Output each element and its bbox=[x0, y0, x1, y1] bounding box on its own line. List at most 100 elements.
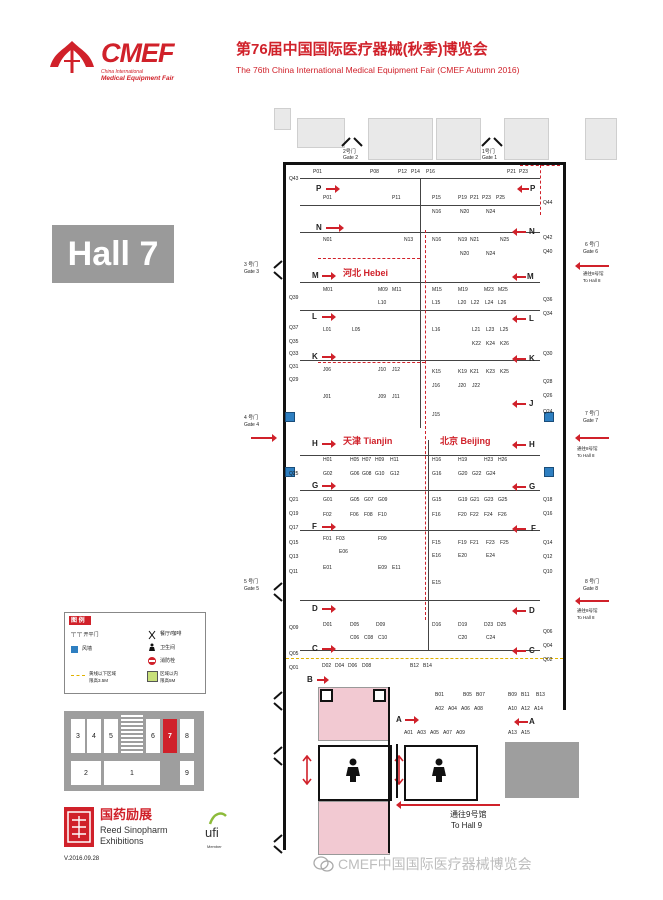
booth[interactable]: M11 bbox=[392, 287, 402, 293]
booth[interactable]: D04 bbox=[335, 663, 345, 669]
booth[interactable]: C24 bbox=[486, 635, 496, 641]
booth[interactable]: K26 bbox=[500, 341, 509, 347]
booth[interactable]: P01 bbox=[313, 169, 322, 175]
booth[interactable]: E20 bbox=[458, 553, 467, 559]
booth[interactable]: F23 bbox=[486, 540, 495, 546]
booth[interactable]: Q28 bbox=[543, 379, 553, 385]
booth[interactable]: D08 bbox=[362, 663, 372, 669]
booth[interactable]: F03 bbox=[336, 536, 345, 542]
booth[interactable]: A10 bbox=[508, 706, 517, 712]
booth[interactable]: D19 bbox=[458, 622, 468, 628]
booth[interactable]: A08 bbox=[474, 706, 483, 712]
booth[interactable]: K15 bbox=[432, 369, 441, 375]
booth[interactable]: G22 bbox=[472, 471, 482, 477]
booth[interactable]: F15 bbox=[432, 540, 441, 546]
booth[interactable]: J22 bbox=[472, 383, 481, 389]
booth[interactable]: P08 bbox=[370, 169, 379, 175]
booth[interactable]: G09 bbox=[378, 497, 388, 503]
booth[interactable]: N20 bbox=[460, 251, 470, 257]
booth[interactable]: Q26 bbox=[543, 393, 553, 399]
booth[interactable]: C08 bbox=[364, 635, 374, 641]
booth[interactable]: Q33 bbox=[289, 351, 299, 357]
booth[interactable]: G08 bbox=[362, 471, 372, 477]
booth[interactable]: F09 bbox=[378, 536, 387, 542]
booth[interactable]: Q36 bbox=[543, 297, 553, 303]
booth[interactable]: L10 bbox=[378, 300, 387, 306]
booth[interactable]: G23 bbox=[484, 497, 494, 503]
booth[interactable]: H19 bbox=[458, 457, 468, 463]
booth[interactable]: E15 bbox=[432, 580, 441, 586]
booth[interactable]: N21 bbox=[470, 237, 480, 243]
booth[interactable]: Q13 bbox=[289, 554, 299, 560]
booth[interactable]: A12 bbox=[521, 706, 530, 712]
booth[interactable]: A14 bbox=[534, 706, 543, 712]
booth[interactable]: L26 bbox=[498, 300, 507, 306]
booth[interactable]: P19 bbox=[458, 195, 467, 201]
booth[interactable]: M23 bbox=[484, 287, 494, 293]
booth[interactable]: H05 bbox=[350, 457, 360, 463]
booth[interactable]: K21 bbox=[470, 369, 479, 375]
booth[interactable]: B14 bbox=[423, 663, 432, 669]
booth[interactable]: B13 bbox=[536, 692, 545, 698]
booth[interactable]: H09 bbox=[375, 457, 385, 463]
booth[interactable]: G19 bbox=[458, 497, 468, 503]
booth[interactable]: N20 bbox=[460, 209, 470, 215]
booth[interactable]: G12 bbox=[390, 471, 400, 477]
booth[interactable]: D25 bbox=[497, 622, 507, 628]
booth[interactable]: Q25 bbox=[289, 471, 299, 477]
booth[interactable]: Q30 bbox=[543, 351, 553, 357]
booth[interactable]: C20 bbox=[458, 635, 468, 641]
booth[interactable]: N16 bbox=[432, 237, 442, 243]
booth[interactable]: G05 bbox=[350, 497, 360, 503]
booth[interactable]: D06 bbox=[348, 663, 358, 669]
booth[interactable]: L23 bbox=[486, 327, 495, 333]
booth[interactable]: A06 bbox=[461, 706, 470, 712]
booth[interactable]: J09 bbox=[378, 394, 387, 400]
booth[interactable]: A04 bbox=[448, 706, 457, 712]
booth[interactable]: F19 bbox=[458, 540, 467, 546]
booth[interactable]: Q06 bbox=[543, 629, 553, 635]
booth[interactable]: Q15 bbox=[289, 540, 299, 546]
booth[interactable]: L01 bbox=[323, 327, 332, 333]
booth[interactable]: A13 bbox=[508, 730, 517, 736]
booth[interactable]: P25 bbox=[496, 195, 505, 201]
booth[interactable]: Q10 bbox=[543, 569, 553, 575]
booth[interactable]: H16 bbox=[432, 457, 442, 463]
booth[interactable]: P12 bbox=[398, 169, 407, 175]
booth[interactable]: D09 bbox=[376, 622, 386, 628]
booth[interactable]: L24 bbox=[485, 300, 494, 306]
booth[interactable]: F26 bbox=[498, 512, 507, 518]
booth[interactable]: K23 bbox=[486, 369, 495, 375]
booth[interactable]: Q17 bbox=[289, 525, 299, 531]
booth[interactable]: E09 bbox=[378, 565, 387, 571]
booth[interactable]: Q01 bbox=[289, 665, 299, 671]
booth[interactable]: K25 bbox=[500, 369, 509, 375]
booth[interactable]: D05 bbox=[350, 622, 360, 628]
booth[interactable]: K24 bbox=[486, 341, 495, 347]
booth[interactable]: Q11 bbox=[289, 569, 299, 575]
booth[interactable]: G01 bbox=[323, 497, 333, 503]
booth[interactable]: G24 bbox=[486, 471, 496, 477]
booth[interactable]: F21 bbox=[470, 540, 479, 546]
booth[interactable]: B05 bbox=[463, 692, 472, 698]
booth[interactable]: F25 bbox=[500, 540, 509, 546]
booth[interactable]: P11 bbox=[392, 195, 401, 201]
booth[interactable]: M25 bbox=[498, 287, 508, 293]
booth[interactable]: G02 bbox=[323, 471, 333, 477]
booth[interactable]: F20 bbox=[458, 512, 467, 518]
booth[interactable]: G21 bbox=[470, 497, 480, 503]
booth[interactable]: G06 bbox=[350, 471, 360, 477]
booth[interactable]: D01 bbox=[323, 622, 333, 628]
booth[interactable]: P14 bbox=[411, 169, 420, 175]
booth[interactable]: B07 bbox=[476, 692, 485, 698]
booth[interactable]: E06 bbox=[339, 549, 348, 555]
booth[interactable]: P21 bbox=[470, 195, 479, 201]
booth[interactable]: P16 bbox=[426, 169, 435, 175]
booth[interactable]: P23 bbox=[482, 195, 491, 201]
booth[interactable]: Q24 bbox=[543, 409, 553, 415]
booth[interactable]: K22 bbox=[472, 341, 481, 347]
booth[interactable]: P23 bbox=[519, 169, 528, 175]
booth[interactable]: A09 bbox=[456, 730, 465, 736]
booth[interactable]: C10 bbox=[378, 635, 388, 641]
booth[interactable]: Q19 bbox=[289, 511, 299, 517]
